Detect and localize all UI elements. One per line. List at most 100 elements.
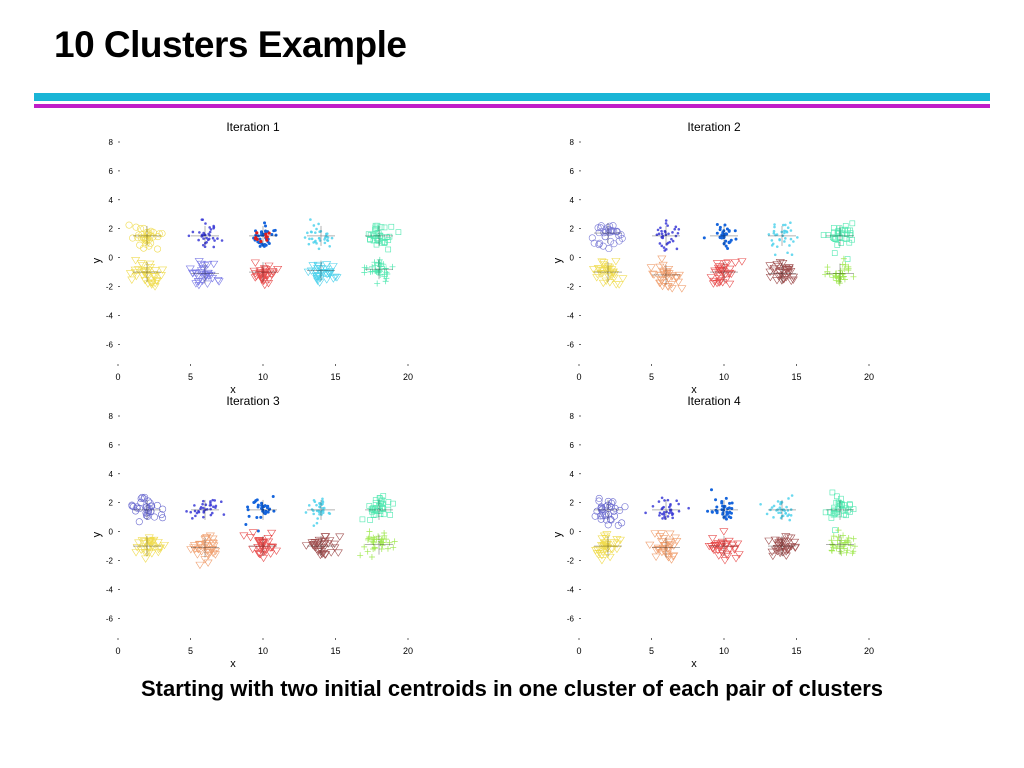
data-point [210,511,214,515]
data-point [315,279,325,287]
data-point [663,249,667,252]
data-point [200,235,204,238]
data-point [208,230,212,234]
data-point [597,557,607,565]
data-point [618,234,626,242]
data-point [185,510,188,513]
data-point [273,266,283,274]
data-point [830,533,837,540]
data-point [841,266,848,273]
data-point [213,239,216,242]
data-point [658,242,662,245]
centroid-marker [191,263,219,284]
cluster-3 [652,219,681,252]
data-point [777,511,780,515]
data-point [320,540,330,548]
data-point [670,511,673,514]
data-point [666,498,670,502]
data-point [130,268,140,277]
data-point [209,542,219,550]
data-point [765,512,769,516]
data-point [720,557,730,565]
data-point [204,222,207,225]
data-point [381,224,388,231]
data-point [726,511,730,515]
data-point [850,535,857,542]
data-point [361,543,368,550]
centroid-marker [594,223,622,244]
data-point [605,226,613,234]
y-tick-label: -6 [567,614,575,623]
data-point [595,229,603,237]
data-point [722,550,732,559]
data-point [137,537,147,545]
data-point [790,494,794,497]
data-point [835,278,842,285]
data-point [264,232,268,236]
data-point [377,272,384,279]
data-point [835,527,842,534]
cluster-9 [820,220,856,262]
data-point [319,541,329,549]
data-point [194,258,204,266]
data-point [785,230,789,233]
data-point [196,269,206,277]
data-point [776,537,786,545]
cluster-8 [765,259,799,286]
y-tick-label: -6 [567,340,575,349]
data-point [611,258,621,266]
data-point [367,268,374,275]
data-point [781,223,785,227]
data-point [618,519,626,527]
data-point [203,261,213,269]
centroid-marker [307,225,335,246]
data-point [257,542,267,550]
data-point [723,259,733,267]
y-tick-label: 8 [570,138,575,147]
data-point [721,512,725,516]
data-point [773,223,776,226]
data-point [261,509,265,513]
data-point [648,270,658,279]
data-point [312,273,322,281]
x-tick-label: 0 [115,372,120,382]
data-point [655,533,665,541]
y-tick-label: 6 [570,441,575,450]
data-point [317,550,327,559]
data-point [147,239,155,247]
data-point [326,549,336,557]
cluster-5 [706,488,738,521]
data-point [764,537,774,545]
data-point [597,269,607,278]
data-point [389,263,396,270]
data-point [208,546,218,554]
data-point [137,225,145,233]
data-point [187,234,191,238]
data-point [150,513,158,521]
data-point [208,226,211,229]
data-point [733,229,737,233]
centroid-marker [365,534,393,555]
data-point [621,503,629,511]
data-point [247,514,251,518]
data-point [667,511,671,515]
cluster-8 [301,533,345,560]
data-point [838,550,845,557]
data-point [312,241,315,244]
data-point [706,509,710,513]
data-point [266,510,270,514]
centroid-marker [768,536,796,557]
data-point [720,501,724,505]
data-point [784,223,787,227]
data-point [759,502,762,506]
data-point [142,272,152,280]
data-point [730,507,734,511]
data-point [364,548,371,555]
data-point [669,552,679,560]
y-tick-label: -2 [106,557,114,566]
y-tick-label: 4 [109,196,114,205]
cluster-9 [822,489,857,534]
cluster-10 [822,255,857,287]
data-point [306,231,309,235]
